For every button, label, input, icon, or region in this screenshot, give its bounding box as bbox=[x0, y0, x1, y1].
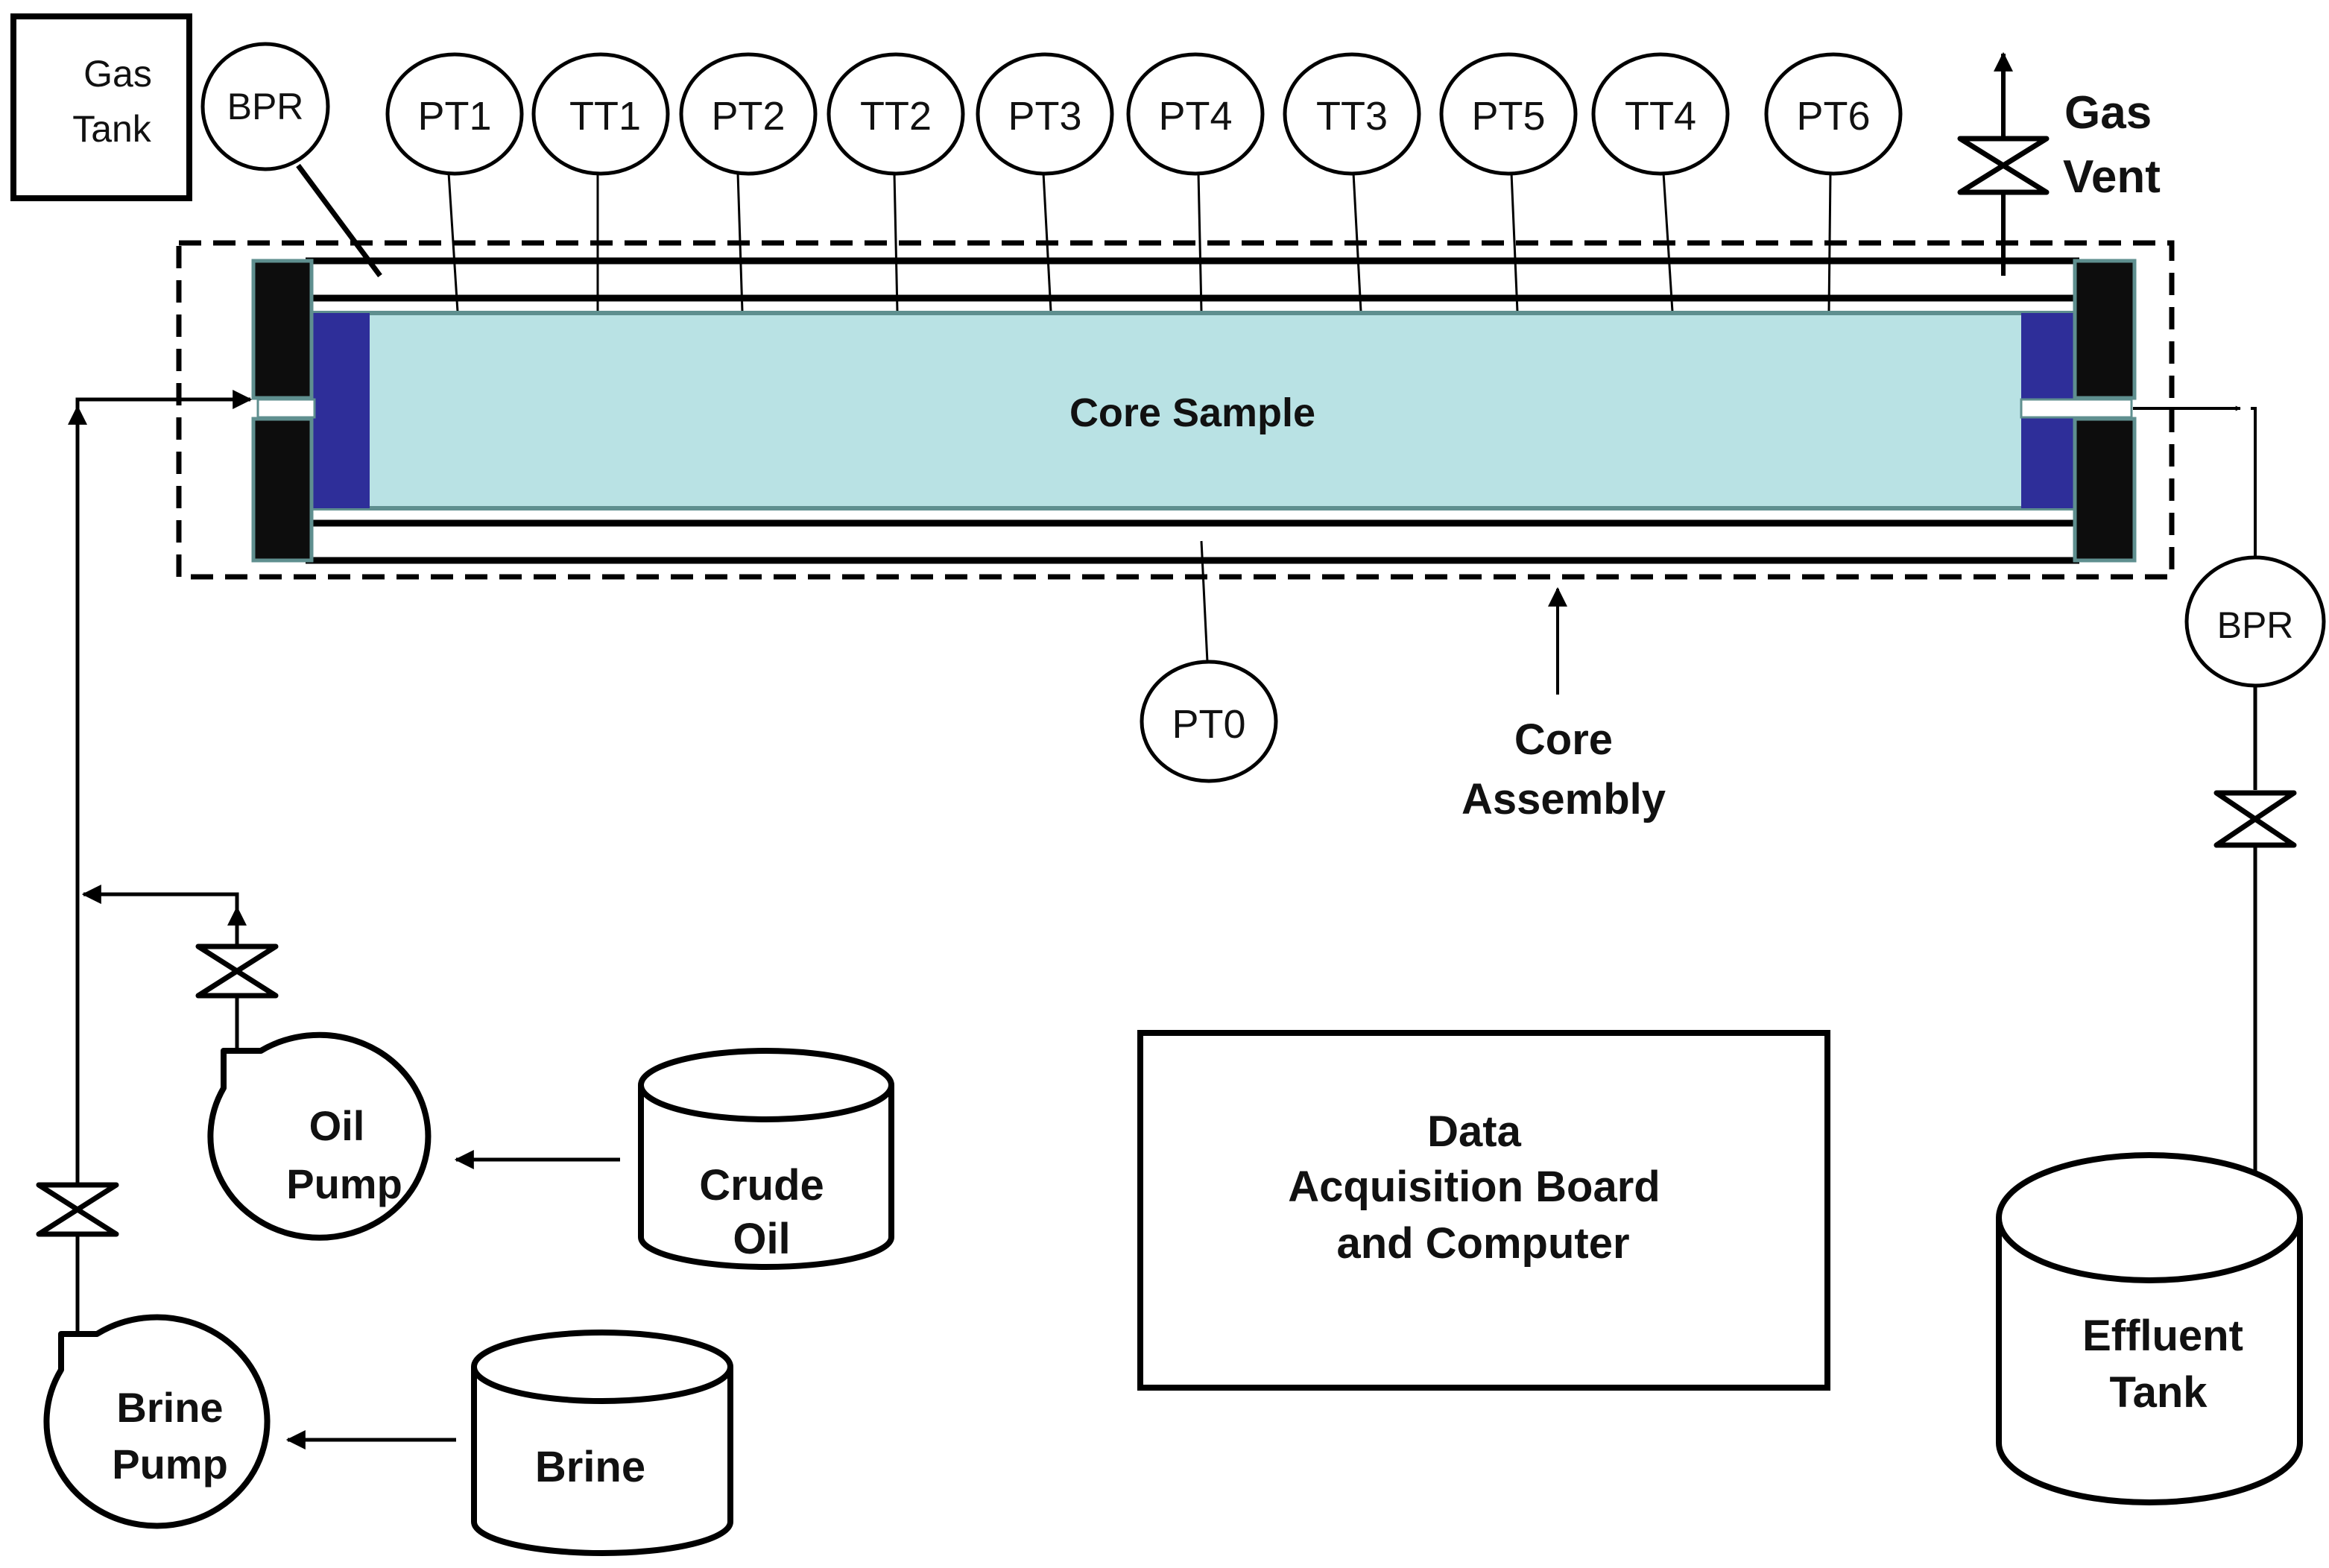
gas-tank: Gas Tank bbox=[10, 13, 192, 201]
inlet-end-plug bbox=[313, 313, 370, 508]
sensor-pt2-label: PT2 bbox=[711, 94, 785, 139]
crude-oil-tank: Crude Oil bbox=[454, 1048, 894, 1270]
inlet-end-cap-top bbox=[251, 259, 314, 400]
bpr-right-label: BPR bbox=[2217, 604, 2294, 646]
effluent-tank-icon bbox=[1996, 1152, 2303, 1283]
sensor-tt4-label: TT4 bbox=[1625, 94, 1696, 139]
outlet-valve-icon bbox=[2213, 790, 2297, 848]
bpr-top-gauge: BPR bbox=[200, 42, 382, 278]
daq-label-2: Acquisition Board bbox=[1288, 1163, 1660, 1211]
core-assembly-label-1: Core bbox=[1514, 715, 1613, 764]
sensor-pt5: PT5 bbox=[1439, 52, 1578, 176]
brine-pump-label-1: Brine bbox=[116, 1384, 223, 1431]
brine-tank: Brine bbox=[285, 1330, 733, 1556]
gas-vent: Gas Vent bbox=[1957, 51, 2161, 276]
outlet-piping: BPR bbox=[2133, 405, 2326, 1210]
brine-pump: Brine Pump bbox=[43, 1234, 271, 1529]
core-sample-label: Core Sample bbox=[1069, 391, 1315, 435]
core-sample bbox=[311, 311, 2074, 510]
effluent-tank-label-2: Tank bbox=[2109, 1368, 2208, 1417]
sensor-pt0-label: PT0 bbox=[1172, 702, 1245, 747]
data-acquisition-box: Data Acquisition Board and Computer bbox=[1137, 1030, 1830, 1391]
sensor-tt2: TT2 bbox=[827, 52, 965, 176]
sensor-pt5-label: PT5 bbox=[1471, 94, 1545, 139]
core-assembly-annotation: Core Assembly bbox=[1461, 587, 1666, 823]
sensor-tt1: TT1 bbox=[531, 52, 670, 176]
outlet-end-cap-bottom bbox=[2073, 417, 2137, 563]
inlet-end-cap-bottom bbox=[251, 417, 314, 563]
crude-oil-label-1: Crude bbox=[699, 1161, 824, 1210]
gas-tank-label-1: Gas bbox=[83, 53, 152, 95]
oil-pump-label-1: Oil bbox=[309, 1102, 365, 1149]
brine-label: Brine bbox=[535, 1443, 645, 1491]
bpr-right-gauge: BPR bbox=[2184, 555, 2326, 688]
sensor-pt2: PT2 bbox=[679, 52, 818, 176]
core-assembly: Core Sample bbox=[176, 240, 2175, 580]
gas-vent-label-2: Vent bbox=[2063, 151, 2161, 203]
sensor-tt3: TT3 bbox=[1283, 52, 1421, 176]
brine-pump-icon bbox=[43, 1314, 271, 1529]
gas-tank-label-2: Tank bbox=[72, 108, 152, 150]
sensor-pt4: PT4 bbox=[1126, 52, 1265, 176]
brine-pump-label-2: Pump bbox=[112, 1441, 228, 1488]
daq-label-3: and Computer bbox=[1336, 1219, 1629, 1268]
sensor-tt4: TT4 bbox=[1591, 52, 1730, 176]
sensor-pt4-label: PT4 bbox=[1158, 94, 1232, 139]
sensor-tt1-label: TT1 bbox=[569, 94, 641, 139]
sensor-tt2-label: TT2 bbox=[860, 94, 932, 139]
brine-tank-icon bbox=[471, 1330, 733, 1404]
gas-vent-valve-icon bbox=[1957, 136, 2050, 195]
sensor-pt6-label: PT6 bbox=[1796, 94, 1870, 139]
effluent-tank: Effluent Tank bbox=[1996, 1152, 2303, 1505]
oil-line-valve-icon bbox=[195, 943, 279, 999]
oil-pump-label-2: Pump bbox=[286, 1160, 402, 1207]
crude-oil-tank-icon bbox=[638, 1048, 894, 1122]
daq-label-1: Data bbox=[1427, 1107, 1521, 1156]
effluent-tank-label-1: Effluent bbox=[2082, 1312, 2243, 1360]
sensor-tt3-label: TT3 bbox=[1316, 94, 1388, 139]
oil-pump-icon bbox=[207, 1031, 432, 1241]
bpr-top-label: BPR bbox=[227, 86, 304, 127]
core-assembly-label-2: Assembly bbox=[1461, 775, 1666, 823]
gas-vent-label-1: Gas bbox=[2064, 87, 2152, 139]
sensor-pt3: PT3 bbox=[976, 52, 1114, 176]
sensor-pt6: PT6 bbox=[1764, 52, 1903, 176]
outlet-end-cap-top bbox=[2073, 259, 2137, 400]
sensor-pt3-label: PT3 bbox=[1008, 94, 1081, 139]
crude-oil-label-2: Oil bbox=[733, 1215, 790, 1263]
sensor-pt1-label: PT1 bbox=[417, 94, 491, 139]
top-sensors: PT1 TT1 PT2 TT2 PT3 PT4 TT3 PT5 bbox=[385, 52, 1903, 312]
oil-pump: Oil Pump bbox=[207, 1014, 432, 1241]
inlet-piping bbox=[36, 390, 279, 1334]
sensor-pt0: PT0 bbox=[1140, 540, 1278, 783]
brine-line-valve-icon bbox=[36, 1182, 119, 1237]
sensor-pt1: PT1 bbox=[385, 52, 524, 176]
